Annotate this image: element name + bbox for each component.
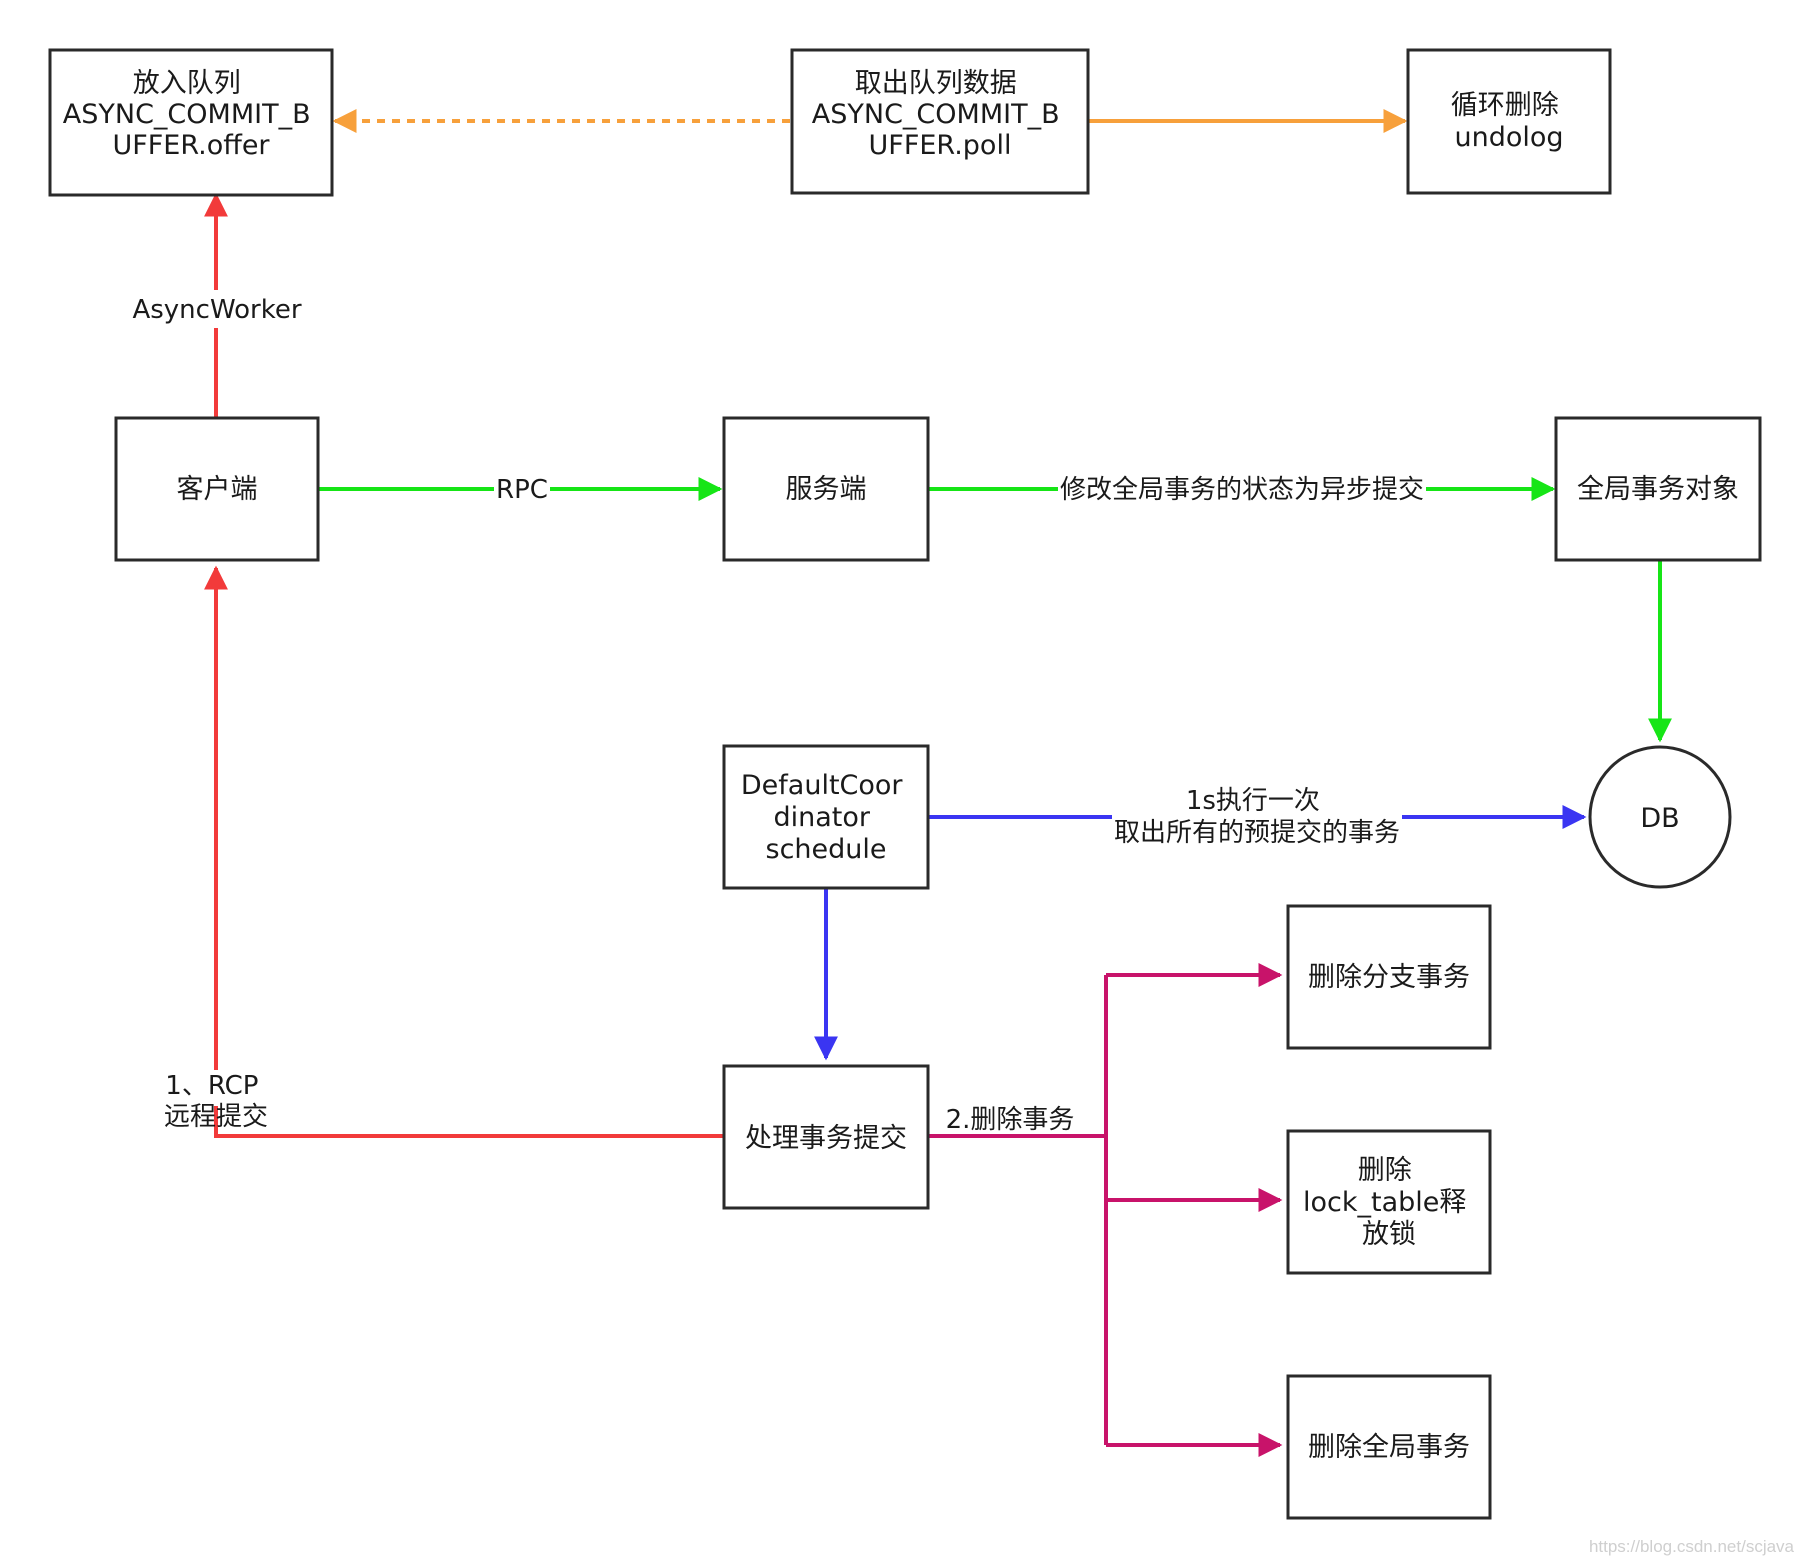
enqueue-box <box>48 48 334 197</box>
undolog-box <box>1406 48 1612 195</box>
dequeue-box <box>790 48 1090 195</box>
async-worker-label: AsyncWorker <box>132 295 301 325</box>
rpc-label-bg <box>494 472 550 508</box>
commit-box <box>722 1064 930 1210</box>
schedule-label: 1s执行一次 取出所有的预提交的事务 <box>1114 786 1400 848</box>
delete-branch-label: 删除分支事务 <box>1308 962 1470 993</box>
watermark: https://blog.csdn.net/scjava <box>1589 1537 1795 1556</box>
coordinator-label: DefaultCoor dinator schedule <box>741 770 911 865</box>
delete-global-box <box>1286 1374 1492 1520</box>
server-box <box>722 416 930 562</box>
server-label: 服务端 <box>786 474 867 505</box>
delete-lock-box <box>1286 1129 1492 1275</box>
edge-commit-to-client <box>204 565 724 1138</box>
undolog-label: 循环删除 undolog <box>1451 90 1568 153</box>
schedule-label-bg <box>1112 784 1402 854</box>
rcp-label: 1、RCP 远程提交 <box>164 1071 268 1132</box>
db-label: DB <box>1640 803 1679 834</box>
global-tx-box <box>1554 416 1762 562</box>
db-node <box>1588 745 1732 889</box>
dequeue-label: 取出队列数据 ASYNC_COMMIT_B UFFER.poll <box>812 68 1068 161</box>
enqueue-label: 放入队列 ASYNC_COMMIT_B UFFER.offer <box>63 68 319 161</box>
coordinator-box <box>722 744 930 890</box>
rpc-label: RPC <box>496 475 548 505</box>
rcp-label-bg <box>160 1070 272 1106</box>
delete-lock-label: 删除 lock_table释 放锁 <box>1303 1155 1475 1250</box>
status-label: 修改全局事务的状态为异步提交 <box>1060 475 1424 505</box>
commit-label: 处理事务提交 <box>745 1123 907 1154</box>
delete-branch-box <box>1286 904 1492 1050</box>
client-label: 客户端 <box>177 474 258 505</box>
delete-global-label: 删除全局事务 <box>1308 1432 1470 1463</box>
client-box <box>114 416 320 562</box>
status-label-bg <box>1058 472 1426 508</box>
delete-tx-label: 2.删除事务 <box>946 1105 1075 1135</box>
async-worker-label-bg <box>132 290 300 328</box>
global-tx-label: 全局事务对象 <box>1577 474 1739 505</box>
